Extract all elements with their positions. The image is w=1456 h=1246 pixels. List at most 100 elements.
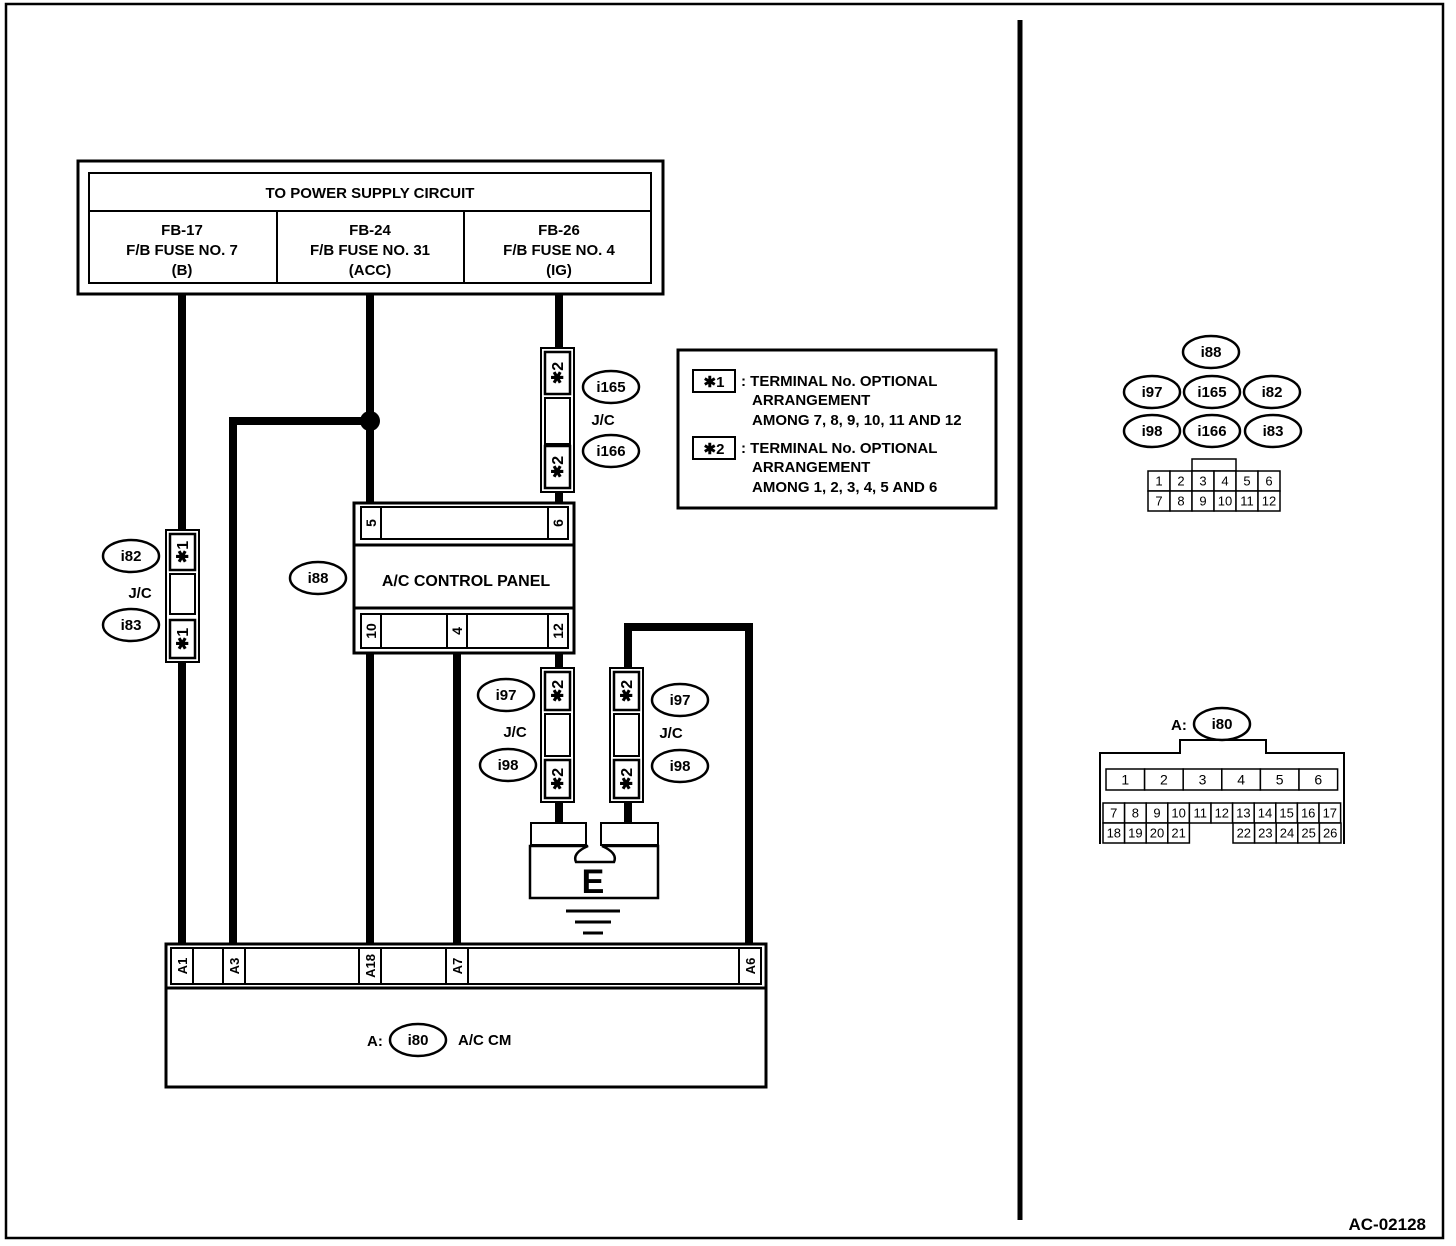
i80-terminal-16-label: 16 bbox=[1301, 806, 1315, 821]
jc-terminal-10-label: 10 bbox=[1218, 494, 1232, 509]
i80-terminal-1-label: 1 bbox=[1121, 772, 1129, 788]
power-supply-block: TO POWER SUPPLY CIRCUIT FB-17 F/B FUSE N… bbox=[76, 159, 665, 296]
i80-terminal-5-label: 5 bbox=[1276, 772, 1284, 788]
jc-terminal-5-label: 5 bbox=[1243, 474, 1250, 489]
module-pin-a18: A18 bbox=[363, 954, 378, 978]
jc-terminal-12-cell bbox=[1257, 490, 1281, 512]
jc-i97-left-star: ✱2 bbox=[550, 680, 567, 702]
i80-terminal-3-label: 3 bbox=[1199, 772, 1207, 788]
i80-terminal-22-label: 22 bbox=[1237, 826, 1251, 841]
connector-id-i82: i82 bbox=[121, 548, 142, 565]
view-id-i166: i166 bbox=[1197, 423, 1226, 440]
connector-id-i98-right: i98 bbox=[670, 758, 691, 775]
legend-text-1a: : TERMINAL No. OPTIONAL bbox=[741, 373, 937, 390]
ac-cm-module: A1 A3 A18 A7 A6 A: i80 A/C CM bbox=[164, 942, 768, 1089]
i80-terminal-21-label: 21 bbox=[1171, 826, 1185, 841]
fuse-label-fb17: F/B FUSE NO. 7 bbox=[126, 242, 238, 259]
terminal-legend: ✱1 : TERMINAL No. OPTIONAL ARRANGEMENT A… bbox=[676, 348, 998, 510]
view-tag-i166 bbox=[1182, 413, 1242, 449]
jc-label-right-ground: J/C bbox=[659, 725, 683, 742]
joint-connector-i165-i166: ✱2 ✱2 i165 J/C i166 bbox=[540, 347, 641, 493]
connector-id-i166: i166 bbox=[596, 443, 625, 460]
connector-id-i98-left: i98 bbox=[498, 757, 519, 774]
jc-i98-right-star: ✱2 bbox=[619, 768, 636, 790]
i80-terminal-26-cell bbox=[1318, 822, 1342, 844]
jc-terminal-11-label: 11 bbox=[1240, 494, 1254, 509]
i80-terminal-6-label: 6 bbox=[1314, 772, 1322, 788]
jc-label-i165: J/C bbox=[591, 412, 615, 429]
module-pin-a3: A3 bbox=[227, 958, 242, 975]
panel-pin-4: 4 bbox=[449, 627, 465, 635]
joint-connector-i97-i98-left: ✱2 ✱2 i97 J/C i98 bbox=[476, 667, 575, 803]
ac-control-panel: 5 6 A/C CONTROL PANEL 10 4 12 i88 bbox=[288, 501, 576, 655]
jc-terminal-2-label: 2 bbox=[1177, 474, 1184, 489]
panel-pin-10: 10 bbox=[363, 623, 379, 639]
module-prefix: A: bbox=[367, 1033, 383, 1050]
connector-id-i88: i88 bbox=[308, 570, 329, 587]
view-tag-i82 bbox=[1242, 374, 1302, 410]
connector-tag-i97-left bbox=[476, 677, 536, 713]
wire-junction-dot bbox=[360, 411, 380, 431]
ground-terminal-body bbox=[528, 844, 660, 900]
fuse-id-fb24: FB-24 bbox=[349, 222, 391, 239]
fuse-id-fb17: FB-17 bbox=[161, 222, 203, 239]
jc-terminal-1-label: 1 bbox=[1155, 474, 1162, 489]
outer-frame bbox=[4, 2, 1445, 1240]
i80-view-housing bbox=[1099, 739, 1345, 844]
i80-terminal-17-label: 17 bbox=[1323, 806, 1337, 821]
i80-terminal-14-label: 14 bbox=[1258, 806, 1272, 821]
legend-text-1b: ARRANGEMENT bbox=[752, 392, 870, 409]
fuse-id-fb26: FB-26 bbox=[538, 222, 580, 239]
jc-i166-star: ✱2 bbox=[550, 456, 567, 478]
i80-terminal-13-label: 13 bbox=[1236, 806, 1250, 821]
connector-tag-i165 bbox=[581, 369, 641, 405]
legend-text-1c: AMONG 7, 8, 9, 10, 11 AND 12 bbox=[752, 412, 962, 429]
connector-tag-i82 bbox=[101, 538, 161, 574]
i80-view-prefix: A: bbox=[1171, 717, 1187, 734]
panel-pin-6: 6 bbox=[550, 519, 566, 527]
jc-terminal-4-label: 4 bbox=[1221, 474, 1228, 489]
legend-text-2b: ARRANGEMENT bbox=[752, 459, 870, 476]
ground-point: E bbox=[528, 822, 660, 935]
view-id-i98: i98 bbox=[1142, 423, 1163, 440]
i80-terminal-8-label: 8 bbox=[1132, 806, 1139, 821]
wire-branch-a3 bbox=[229, 417, 370, 946]
connector-tag-i98-left bbox=[478, 747, 538, 783]
legend-symbol-1: ✱1 bbox=[704, 374, 725, 391]
connector-tag-i88 bbox=[288, 560, 348, 596]
joint-connector-i97-i98-right: ✱2 ✱2 i97 J/C i98 bbox=[609, 667, 710, 803]
fuse-mode-fb24: (ACC) bbox=[349, 262, 392, 279]
connector-id-i97-right: i97 bbox=[670, 692, 691, 709]
fuse-mode-fb26: (IG) bbox=[546, 262, 572, 279]
connector-id-i97-left: i97 bbox=[496, 687, 517, 704]
connector-id-i80: i80 bbox=[408, 1032, 429, 1049]
view-id-i165: i165 bbox=[1197, 384, 1226, 401]
panel-pin-12: 12 bbox=[550, 623, 566, 639]
i80-terminal-20-label: 20 bbox=[1150, 826, 1164, 841]
panel-pin-5: 5 bbox=[363, 519, 379, 527]
jc-label-left-ground: J/C bbox=[503, 724, 527, 741]
view-tag-i97 bbox=[1122, 374, 1182, 410]
connector-tag-i98-right bbox=[650, 748, 710, 784]
view-tag-i88 bbox=[1181, 334, 1241, 370]
i80-terminal-6-cell bbox=[1298, 768, 1339, 791]
connector-tag-i166 bbox=[581, 433, 641, 469]
i80-terminal-24-label: 24 bbox=[1280, 826, 1294, 841]
jc-terminal-9-label: 9 bbox=[1199, 494, 1206, 509]
jc-i83-star: ✱1 bbox=[175, 628, 192, 650]
jc-i98-left-star: ✱2 bbox=[550, 768, 567, 790]
jc-terminal-12-label: 12 bbox=[1262, 494, 1276, 509]
connector-tag-i83 bbox=[101, 607, 161, 643]
jc-i97-right-star: ✱2 bbox=[619, 680, 636, 702]
connector-id-i165: i165 bbox=[596, 379, 625, 396]
module-pin-a7: A7 bbox=[450, 958, 465, 975]
i80-view-id: i80 bbox=[1212, 716, 1233, 733]
view-id-i97: i97 bbox=[1142, 384, 1163, 401]
fuse-label-fb24: F/B FUSE NO. 31 bbox=[310, 242, 430, 259]
i80-terminal-10-label: 10 bbox=[1171, 806, 1185, 821]
jc-i165-star: ✱2 bbox=[550, 362, 567, 384]
